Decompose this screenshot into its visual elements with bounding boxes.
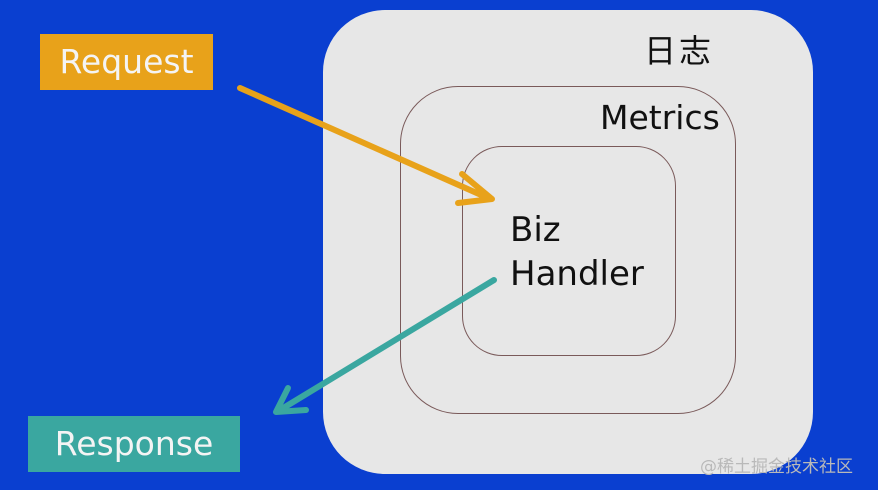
metrics-layer <box>400 86 736 414</box>
biz-handler-label-line1: Biz <box>510 210 561 250</box>
biz-handler-layer <box>462 146 676 356</box>
request-box: Request <box>40 34 213 90</box>
biz-handler-label-line2: Handler <box>510 254 644 294</box>
response-box: Response <box>28 416 240 472</box>
watermark: @稀土掘金技术社区 <box>700 457 853 477</box>
log-layer-label: 日志 <box>644 32 715 70</box>
biz-handler-label: Biz Handler <box>510 208 644 296</box>
metrics-layer-label: Metrics <box>600 98 720 137</box>
